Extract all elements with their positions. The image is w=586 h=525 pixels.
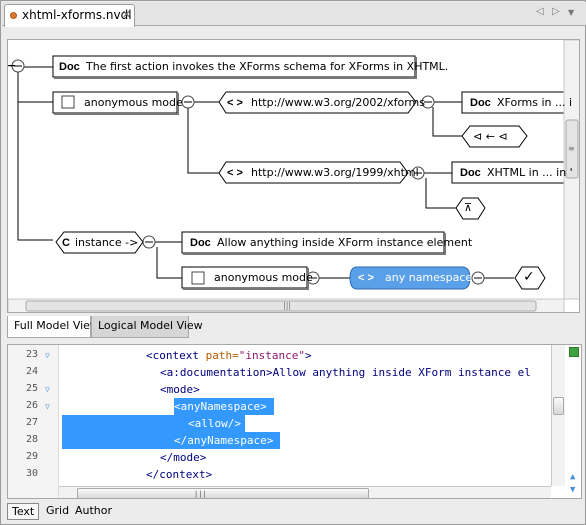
- line-number: 28: [26, 434, 39, 445]
- scroll-down-icon[interactable]: ▼: [570, 485, 576, 495]
- doc-label-2: Doc: [470, 97, 491, 109]
- line-number: 27: [26, 417, 39, 428]
- text-editor[interactable]: 23 ▽ 24 25 ▽ 26 ▽ 27 28 29 30 <context p…: [7, 344, 582, 499]
- context-icon: C: [62, 237, 70, 249]
- horizontal-scroll-grip[interactable]: |||: [283, 301, 292, 310]
- code-line-29[interactable]: </mode>: [160, 451, 207, 464]
- selection-highlight: [174, 398, 274, 415]
- previous-tab-icon[interactable]: ◁: [536, 6, 544, 17]
- line-number: 30: [26, 468, 39, 479]
- line-number: 23: [26, 349, 39, 360]
- any-namespace-label[interactable]: any namespace: [385, 271, 473, 284]
- hscroll-grip: |||: [194, 490, 207, 498]
- line-number: 26: [26, 400, 39, 411]
- doc-text-4[interactable]: Allow anything inside XForm instance ele…: [217, 236, 473, 249]
- attach-action-icon[interactable]: ⊼: [464, 201, 473, 214]
- code-string: "instance": [238, 349, 305, 362]
- code-line-26[interactable]: <anyNamespace>: [174, 400, 267, 413]
- modified-indicator-icon: [10, 12, 17, 19]
- fold-icon[interactable]: ▽: [45, 385, 50, 394]
- editor-hscroll-thumb[interactable]: [77, 488, 369, 498]
- namespace-icon-1: < >: [227, 97, 243, 109]
- code-line-28[interactable]: </anyNamespace>: [174, 434, 274, 447]
- file-tab[interactable]: xhtml-xforms.nvdl ✕: [4, 4, 135, 27]
- diagram-connectors: [8, 40, 579, 312]
- selection-highlight: [62, 415, 245, 432]
- context-path[interactable]: instance ->: [75, 236, 139, 249]
- doc-text-2[interactable]: XForms in ... i: [497, 96, 573, 109]
- close-tab-icon[interactable]: ✕: [122, 8, 132, 21]
- doc-label-1: Doc: [59, 61, 80, 73]
- next-tab-icon[interactable]: ▷: [552, 6, 560, 17]
- validate-action-icon[interactable]: ⊲ ← ⊲: [473, 130, 508, 143]
- namespace-uri-1[interactable]: http://www.w3.org/2002/xforms: [251, 96, 426, 109]
- any-namespace-icon: < >: [358, 272, 374, 284]
- code-tag: >: [304, 349, 312, 362]
- code-tag: <context: [146, 349, 206, 362]
- line-number: 29: [26, 451, 39, 462]
- editor-vertical-scrollbar[interactable]: [551, 345, 565, 486]
- code-line-23[interactable]: <context path="instance">: [146, 348, 312, 364]
- tab-grid[interactable]: Grid: [46, 504, 70, 517]
- validation-ok-marker[interactable]: [569, 347, 579, 357]
- tab-logical-model-view[interactable]: Logical Model View: [91, 316, 203, 338]
- tab-author[interactable]: Author: [75, 504, 113, 517]
- fold-icon[interactable]: ▽: [45, 402, 50, 411]
- vertical-scroll-grip[interactable]: ≡: [568, 144, 575, 153]
- anonymous-mode-label-1[interactable]: anonymous mode: [84, 96, 183, 109]
- namespace-uri-2[interactable]: http://www.w3.org/1999/xhtml: [251, 166, 419, 179]
- scroll-up-icon[interactable]: ▲: [570, 472, 576, 482]
- tab-text[interactable]: Text: [7, 503, 40, 520]
- doc-text-3[interactable]: XHTML in ... in ': [487, 166, 573, 179]
- line-number: 24: [26, 366, 39, 377]
- file-tab-title: xhtml-xforms.nvdl: [22, 8, 132, 22]
- code-line-25[interactable]: <mode>: [160, 383, 200, 396]
- tab-full-model-view[interactable]: Full Model View: [7, 316, 99, 338]
- doc-text-1[interactable]: The first action invokes the XForms sche…: [86, 60, 449, 73]
- allow-action-icon[interactable]: ✓: [523, 269, 535, 285]
- collapse-root-button[interactable]: −: [7, 59, 17, 72]
- selection-highlight: [62, 432, 280, 449]
- anonymous-mode-label-2[interactable]: anonymous mode: [214, 271, 313, 284]
- code-line-27[interactable]: <allow/>: [188, 417, 241, 430]
- editor-tab-bar: xhtml-xforms.nvdl ✕ ◁ ▷ ▼: [2, 2, 586, 27]
- code-line-30[interactable]: </context>: [146, 468, 213, 481]
- editor-vscroll-thumb[interactable]: [553, 397, 564, 415]
- doc-label-4: Doc: [190, 237, 211, 249]
- doc-label-3: Doc: [460, 167, 481, 179]
- model-diagram: − Doc The first action invokes the XForm…: [7, 39, 580, 313]
- tab-list-menu-icon[interactable]: ▼: [568, 8, 575, 17]
- editor-horizontal-scrollbar[interactable]: |||: [59, 486, 551, 498]
- code-attr: path=: [205, 349, 239, 362]
- code-line-24[interactable]: <a:documentation>Allow anything inside X…: [160, 366, 531, 379]
- line-number-gutter: [8, 345, 59, 498]
- line-number: 25: [26, 383, 39, 394]
- fold-icon[interactable]: ▽: [45, 351, 50, 360]
- namespace-icon-2: < >: [227, 167, 243, 179]
